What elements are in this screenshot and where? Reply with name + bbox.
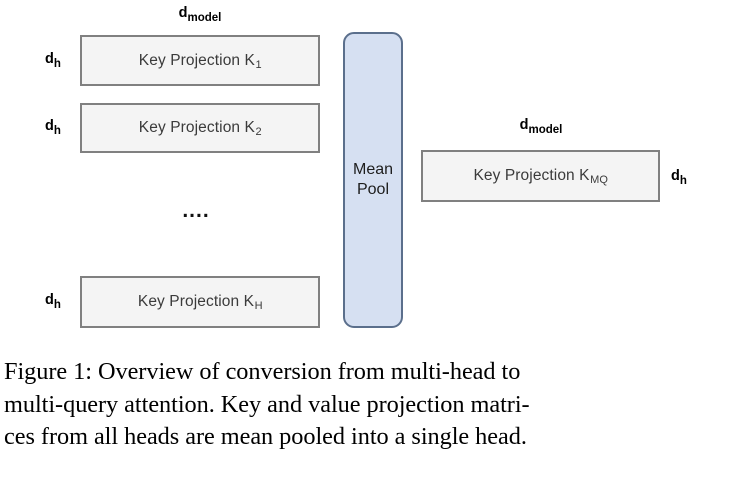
- dimension-label-d-model-left-base: d: [178, 5, 188, 21]
- figure-caption-line-3: ces from all heads are mean pooled into …: [4, 423, 527, 451]
- dimension-label-d-model-right-subscript: model: [528, 123, 563, 136]
- dimension-label-d-h-k2: dh: [45, 118, 61, 137]
- key-projection-box-k1-label-base: Key Projection K: [138, 51, 255, 69]
- key-projection-box-kh-label-subscript: H: [254, 300, 263, 312]
- dimension-label-d-h-kmq-base: d: [671, 168, 680, 184]
- key-projection-box-kmq-label-base: Key Projection K: [473, 167, 590, 184]
- dimension-label-d-model-right-base: d: [519, 117, 529, 133]
- dimension-label-d-h-kmq: dh: [671, 168, 687, 187]
- mean-pool-label-line1: Mean: [352, 161, 394, 179]
- dimension-label-d-h-k1-base: d: [45, 51, 54, 67]
- dimension-label-d-h-kh-subscript: h: [53, 298, 61, 311]
- dimension-label-d-h-k1-subscript: h: [53, 57, 61, 70]
- mean-pool-label: Mean Pool: [353, 160, 393, 199]
- ellipsis-marker: ....: [182, 199, 210, 222]
- key-projection-box-kmq-label-subscript: MQ: [590, 174, 609, 186]
- architecture-diagram: dmodel dh Key Projection K1 dh Key Proje…: [45, 5, 687, 328]
- key-projection-box-kh-label-base: Key Projection K: [137, 293, 255, 310]
- figure-caption-line-2: multi-query attention. Key and value pro…: [4, 390, 530, 418]
- mean-pool-label-line2: Pool: [356, 181, 390, 198]
- key-projection-box-kh: Key Projection KH: [80, 276, 320, 328]
- key-projection-box-k2-label: Key Projection K2: [138, 119, 262, 138]
- key-projection-box-k1: Key Projection K1: [80, 35, 320, 86]
- dimension-label-d-model-left-subscript: model: [187, 11, 222, 24]
- mean-pool-block: Mean Pool: [343, 32, 403, 328]
- dimension-label-d-h-k2-base: d: [45, 118, 54, 134]
- dimension-label-d-h-kh: dh: [45, 292, 61, 311]
- dimension-label-d-h-k2-subscript: h: [53, 124, 61, 137]
- key-projection-box-k2-label-subscript: 2: [255, 126, 262, 138]
- key-projection-box-kmq-label: Key Projection KMQ: [473, 167, 609, 186]
- key-projection-box-k2: Key Projection K2: [80, 103, 320, 153]
- key-projection-box-kh-label: Key Projection KH: [137, 293, 263, 312]
- key-projection-box-k1-label: Key Projection K1: [138, 51, 262, 71]
- figure-caption: Figure 1: Overview of conversion from mu…: [4, 356, 742, 454]
- key-projection-box-k2-label-base: Key Projection K: [138, 119, 255, 136]
- dimension-label-d-model-right: dmodel: [519, 117, 563, 136]
- dimension-label-d-h-kh-base: d: [45, 292, 54, 308]
- figure-caption-line-1: Figure 1: Overview of conversion from mu…: [4, 358, 521, 385]
- dimension-label-d-model-left: dmodel: [178, 5, 222, 24]
- key-projection-box-k1-label-subscript: 1: [255, 58, 262, 71]
- dimension-label-d-h-k1: dh: [45, 51, 61, 70]
- key-projection-box-kmq: Key Projection KMQ: [421, 150, 660, 202]
- dimension-label-d-h-kmq-subscript: h: [679, 174, 687, 187]
